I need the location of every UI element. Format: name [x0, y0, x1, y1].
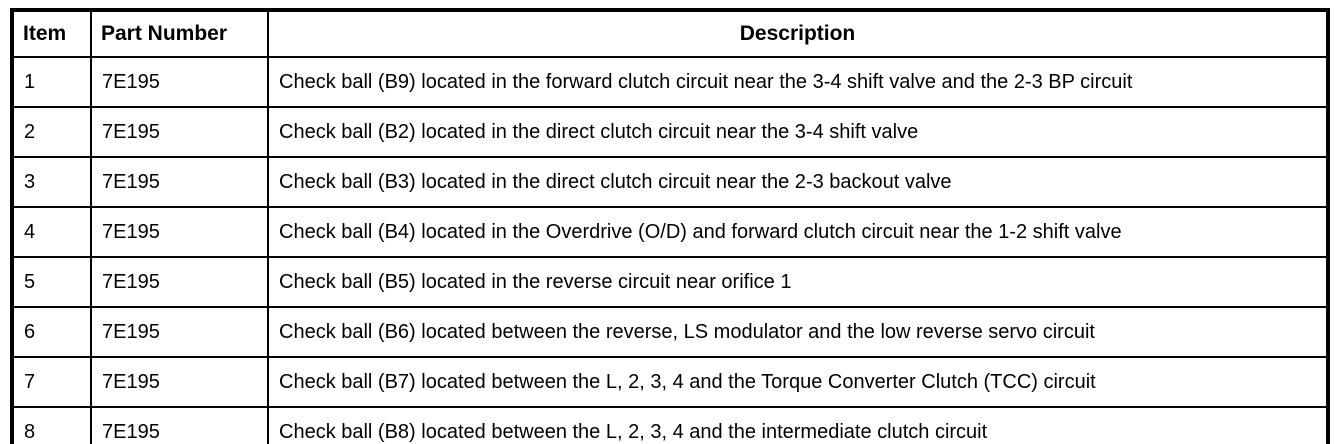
- description-cell: Check ball (B9) located in the forward c…: [267, 56, 1329, 108]
- item-cell: 1: [11, 56, 92, 108]
- description-cell: Check ball (B6) located between the reve…: [267, 306, 1329, 358]
- header-row: Item Part Number Description: [11, 9, 1329, 58]
- description-cell: Check ball (B7) located between the L, 2…: [267, 356, 1329, 408]
- item-column-header: Item: [11, 9, 92, 58]
- part-number-cell: 7E195: [90, 406, 269, 444]
- table-row: 5 7E195 Check ball (B5) located in the r…: [11, 256, 1329, 308]
- item-cell: 4: [11, 206, 92, 258]
- description-cell: Check ball (B5) located in the reverse c…: [267, 256, 1329, 308]
- parts-table-header: Item Part Number Description: [11, 9, 1329, 58]
- part-number-cell: 7E195: [90, 256, 269, 308]
- description-cell: Check ball (B4) located in the Overdrive…: [267, 206, 1329, 258]
- part-number-cell: 7E195: [90, 306, 269, 358]
- parts-table-body: 1 7E195 Check ball (B9) located in the f…: [11, 56, 1329, 444]
- part-number-cell: 7E195: [90, 56, 269, 108]
- table-row: 1 7E195 Check ball (B9) located in the f…: [11, 56, 1329, 108]
- table-row: 7 7E195 Check ball (B7) located between …: [11, 356, 1329, 408]
- part-number-column-header: Part Number: [90, 9, 269, 58]
- description-cell: Check ball (B3) located in the direct cl…: [267, 156, 1329, 208]
- table-row: 2 7E195 Check ball (B2) located in the d…: [11, 106, 1329, 158]
- part-number-cell: 7E195: [90, 106, 269, 158]
- description-cell: Check ball (B2) located in the direct cl…: [267, 106, 1329, 158]
- table-row: 8 7E195 Check ball (B8) located between …: [11, 406, 1329, 444]
- table-row: 4 7E195 Check ball (B4) located in the O…: [11, 206, 1329, 258]
- description-column-header: Description: [267, 9, 1329, 58]
- item-cell: 2: [11, 106, 92, 158]
- part-number-cell: 7E195: [90, 156, 269, 208]
- parts-table: Item Part Number Description 1 7E195 Che…: [10, 8, 1330, 444]
- item-cell: 3: [11, 156, 92, 208]
- table-row: 3 7E195 Check ball (B3) located in the d…: [11, 156, 1329, 208]
- part-number-cell: 7E195: [90, 206, 269, 258]
- description-cell: Check ball (B8) located between the L, 2…: [267, 406, 1329, 444]
- item-cell: 8: [11, 406, 92, 444]
- item-cell: 7: [11, 356, 92, 408]
- part-number-cell: 7E195: [90, 356, 269, 408]
- item-cell: 5: [11, 256, 92, 308]
- item-cell: 6: [11, 306, 92, 358]
- table-row: 6 7E195 Check ball (B6) located between …: [11, 306, 1329, 358]
